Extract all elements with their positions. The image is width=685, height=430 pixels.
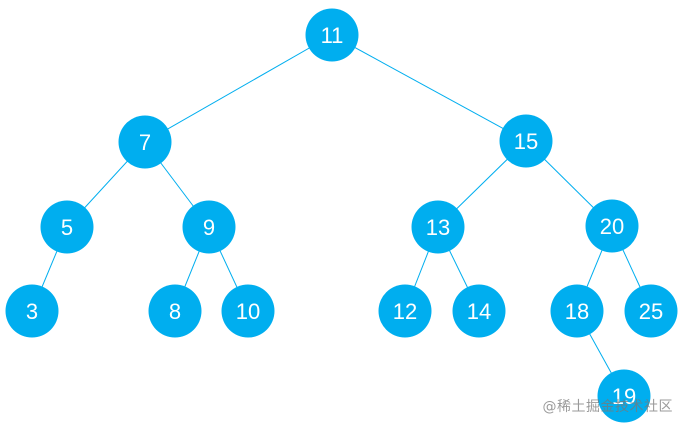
tree-node-18: 18	[550, 284, 604, 338]
node-circle	[305, 8, 359, 62]
edge-11-15	[331, 34, 527, 142]
node-circle	[411, 200, 465, 254]
tree-node-10: 10	[221, 284, 275, 338]
tree-node-15: 15	[499, 114, 553, 168]
node-circle	[40, 200, 94, 254]
node-label: 9	[203, 215, 215, 240]
node-label: 10	[236, 299, 260, 324]
node-label: 11	[321, 23, 344, 48]
node-label: 12	[393, 299, 417, 324]
node-label: 20	[600, 214, 624, 239]
edge-11-7	[144, 34, 333, 143]
node-circle	[378, 284, 432, 338]
node-label: 15	[514, 129, 538, 154]
node-label: 8	[169, 299, 181, 324]
tree-node-14: 14	[452, 284, 506, 338]
tree-node-8: 8	[148, 284, 202, 338]
node-label: 3	[26, 299, 38, 324]
tree-node-12: 12	[378, 284, 432, 338]
node-circle	[499, 114, 553, 168]
node-circle	[585, 199, 639, 253]
node-circle	[624, 284, 678, 338]
node-circle	[452, 284, 506, 338]
node-label: 18	[565, 299, 589, 324]
tree-node-13: 13	[411, 200, 465, 254]
node-label: 5	[61, 215, 73, 240]
tree-node-7: 7	[118, 115, 172, 169]
tree-node-5: 5	[40, 200, 94, 254]
node-label: 25	[639, 299, 663, 324]
node-layer: 11 7 15 5 9 13 20 3 8 10 12 14 18 25 19	[5, 8, 678, 423]
edge-layer	[31, 34, 652, 397]
node-circle	[597, 369, 651, 423]
node-circle	[5, 284, 59, 338]
node-label: 14	[467, 299, 491, 324]
node-label: 7	[139, 130, 151, 155]
node-circle	[148, 284, 202, 338]
node-circle	[118, 115, 172, 169]
node-label: 19	[612, 384, 636, 409]
tree-node-19: 19	[597, 369, 651, 423]
node-circle	[221, 284, 275, 338]
tree-node-3: 3	[5, 284, 59, 338]
node-label: 13	[426, 215, 450, 240]
tree-node-9: 9	[182, 200, 236, 254]
node-circle	[182, 200, 236, 254]
tree-node-11: 11	[305, 8, 359, 62]
node-circle	[550, 284, 604, 338]
tree-node-25: 25	[624, 284, 678, 338]
tree-node-20: 20	[585, 199, 639, 253]
